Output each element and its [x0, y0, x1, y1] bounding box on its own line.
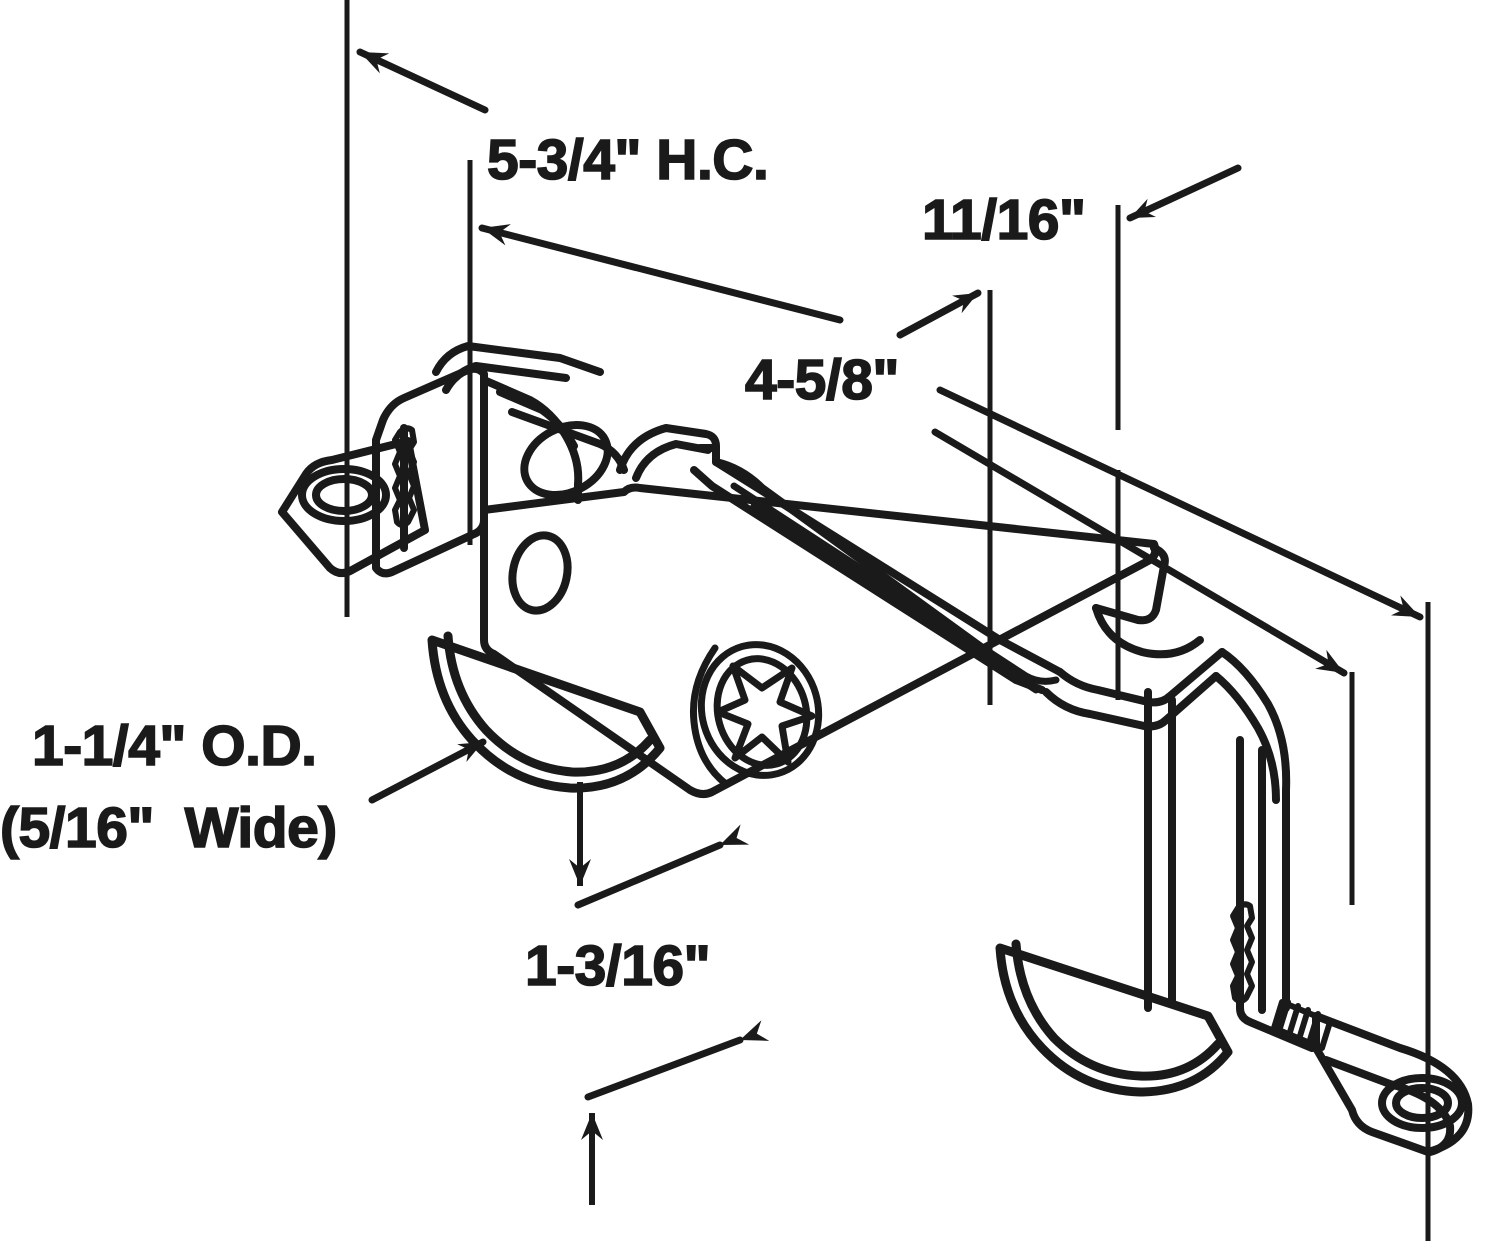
leader-housing-width-right: [1126, 164, 1242, 222]
leader-length-dim-lower: [931, 428, 1348, 677]
right-bracket-plate: [1144, 648, 1316, 1052]
threaded-stud: [1271, 999, 1333, 1051]
tubular-housing-body: [616, 424, 1169, 694]
right-mounting-hole: [1378, 1074, 1466, 1132]
dimension-label-overall-height: 1-3/16": [524, 934, 711, 998]
bracket-rivet-hole: [508, 531, 572, 615]
roller-assembly-geometry: [278, 342, 1473, 1156]
bracket-top-rail: [432, 342, 604, 394]
rear-housing-shoulder: [1042, 604, 1226, 731]
dimension-label-overall-length: 4-5/8": [744, 348, 900, 412]
leader-height-top: [574, 824, 750, 909]
housing-upper-seam: [730, 482, 1060, 694]
leader-housing-center: [356, 48, 489, 114]
dimension-label-wheel-width: (5/16" Wide): [0, 796, 338, 860]
left-wheel-cavity-top: [480, 376, 628, 504]
left-retainer-clip: [392, 425, 417, 528]
height-dimension-arrows: [569, 782, 603, 1205]
leader-height-bottom: [584, 1020, 770, 1101]
dimension-leader-lines: [356, 48, 1424, 1101]
leader-overall-length-left: [478, 224, 844, 324]
front-roller-wheel: [427, 631, 665, 793]
leader-overall-length-right: [896, 289, 982, 339]
dimension-label-wheel-od: 1-1/4" O.D.: [31, 714, 318, 778]
dimension-label-housing-width: 11/16": [921, 188, 1087, 252]
rear-roller-wheel: [995, 939, 1233, 1097]
leader-length-dim-upper: [936, 386, 1424, 621]
bracket-body-plate: [480, 483, 1160, 799]
dimension-label-housing-center: 5-3/4" H.C.: [486, 128, 769, 192]
center-adjustment-screw: [689, 641, 823, 788]
leader-od: [368, 738, 487, 804]
right-retainer-clip: [1230, 901, 1255, 1004]
